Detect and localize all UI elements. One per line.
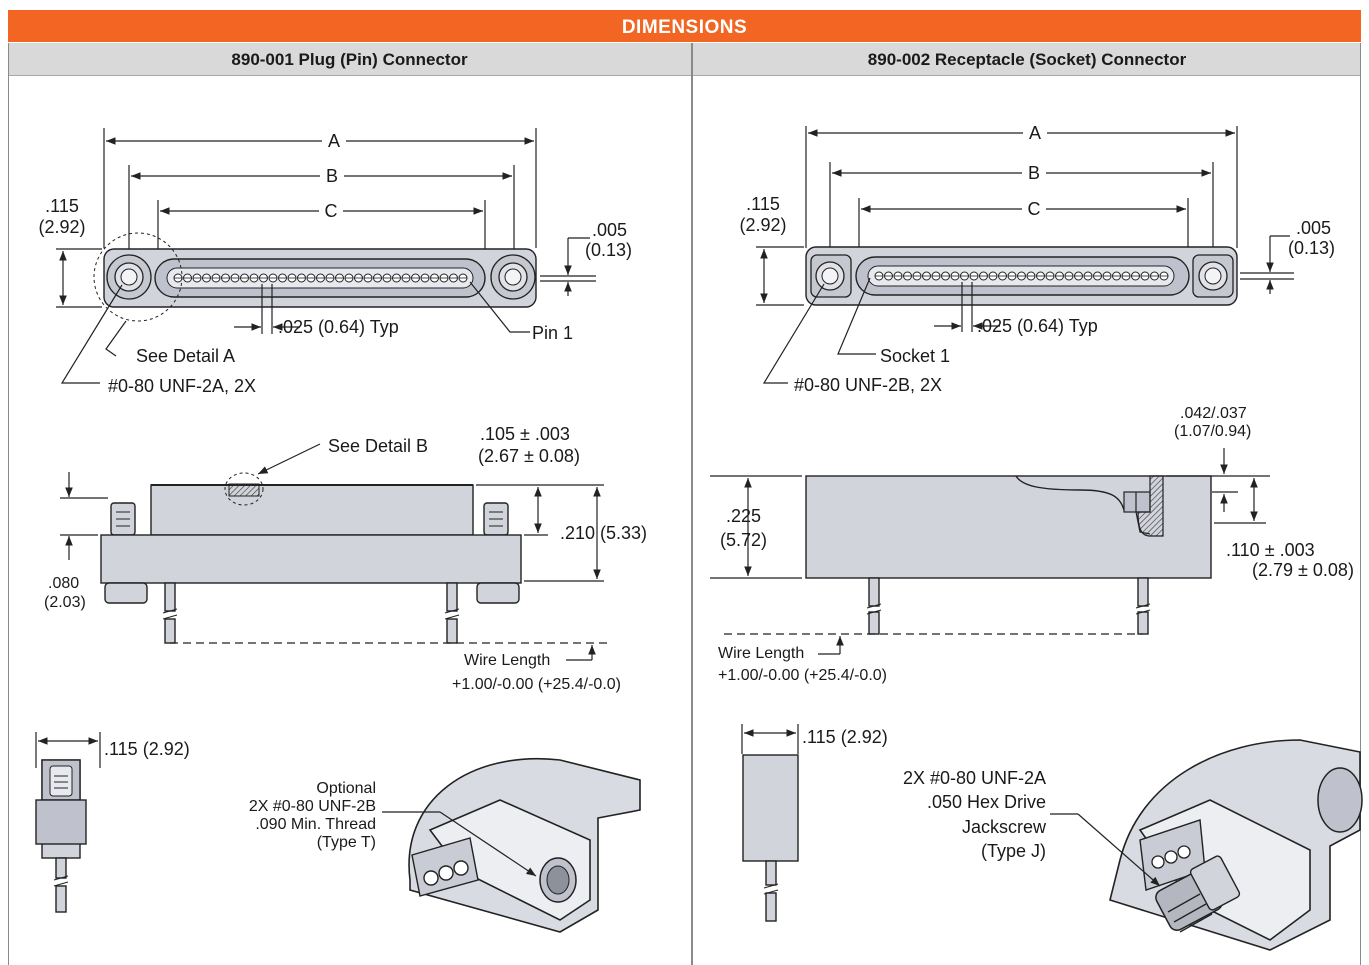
frame-left-edge bbox=[8, 43, 9, 965]
receptacle-dim-b: B bbox=[1028, 163, 1040, 183]
receptacle-wire-length-tol: +1.00/-0.00 (+25.4/-0.0) bbox=[718, 667, 887, 684]
receptacle-height2-mm: (2.79 ± 0.08) bbox=[1252, 560, 1354, 580]
plug-top-view: A B C .115 bbox=[38, 128, 632, 396]
dimensions-title: DIMENSIONS bbox=[8, 10, 1361, 42]
receptacle-height-in: .225 bbox=[726, 506, 761, 526]
panel-divider bbox=[691, 43, 693, 965]
receptacle-dim-c: C bbox=[1028, 199, 1041, 219]
plug-side-view: See Detail B .080 (2.03) bbox=[44, 424, 647, 693]
receptacle-thread-spec: #0-80 UNF-2B, 2X bbox=[794, 375, 942, 395]
receptacle-type-j-isometric: 2X #0-80 UNF-2A .050 Hex Drive Jackscrew… bbox=[903, 739, 1363, 951]
receptacle-jack-name: Jackscrew bbox=[962, 817, 1047, 837]
plug-connector-heading: 890-001 Plug (Pin) Connector bbox=[8, 43, 691, 76]
plug-dim-b: B bbox=[326, 166, 338, 186]
receptacle-top-view: A B C .115 (2.92) bbox=[739, 123, 1335, 395]
receptacle-flange-height-in: .115 bbox=[746, 194, 780, 214]
plug-dim-a: A bbox=[328, 131, 340, 151]
receptacle-tolerance-in: .005 bbox=[1296, 218, 1331, 238]
receptacle-wire-length-label: Wire Length bbox=[718, 645, 804, 662]
receptacle-jack-drive: .050 Hex Drive bbox=[927, 792, 1046, 812]
receptacle-jack-thread: 2X #0-80 UNF-2A bbox=[903, 768, 1046, 788]
receptacle-connector-heading: 890-002 Receptacle (Socket) Connector bbox=[693, 43, 1361, 76]
plug-tolerance-mm: (0.13) bbox=[585, 240, 632, 260]
receptacle-jack-in: .042/.037 bbox=[1180, 405, 1247, 422]
receptacle-height2-in: .110 ± .003 bbox=[1226, 540, 1315, 560]
plug-optional-label: Optional bbox=[316, 780, 376, 797]
plug-height1-in: .105 ± .003 bbox=[480, 424, 570, 444]
receptacle-flange-height-mm: (2.92) bbox=[739, 215, 786, 235]
plug-height1-mm: (2.67 ± 0.08) bbox=[478, 446, 580, 466]
receptacle-side-view: .225 (5.72) .042/.037 (1.07/0.94) .110 ±… bbox=[710, 405, 1354, 684]
plug-flange-height-mm: (2.92) bbox=[38, 217, 85, 237]
plug-see-detail-b: See Detail B bbox=[328, 436, 428, 456]
receptacle-dim-a: A bbox=[1029, 123, 1041, 143]
receptacle-height-mm: (5.72) bbox=[720, 530, 767, 550]
receptacle-socket-row bbox=[874, 271, 1169, 281]
plug-dim-c: C bbox=[325, 201, 338, 221]
plug-thread-spec: #0-80 UNF-2A, 2X bbox=[108, 376, 256, 396]
plug-base-height-in: .080 bbox=[48, 575, 79, 592]
plug-type-t-isometric: Optional 2X #0-80 UNF-2B .090 Min. Threa… bbox=[249, 758, 641, 933]
receptacle-side-width: .115 (2.92) bbox=[802, 727, 888, 747]
receptacle-jack-mm: (1.07/0.94) bbox=[1174, 423, 1251, 440]
plug-optional-type: (Type T) bbox=[317, 834, 376, 851]
plug-optional-thread: 2X #0-80 UNF-2B bbox=[249, 798, 376, 815]
receptacle-tolerance-mm: (0.13) bbox=[1288, 238, 1335, 258]
plug-see-detail-a: See Detail A bbox=[136, 346, 235, 366]
plug-tolerance-in: .005 bbox=[592, 220, 627, 240]
receptacle-end-view: .115 (2.92) bbox=[741, 724, 888, 922]
plug-pin-row bbox=[173, 273, 468, 283]
plug-pin-pitch: .025 (0.64) Typ bbox=[278, 317, 399, 337]
plug-side-width: .115 (2.92) bbox=[104, 739, 190, 759]
receptacle-socket-pitch: .025 (0.64) Typ bbox=[977, 316, 1098, 336]
plug-flange-height-in: .115 bbox=[45, 196, 79, 216]
plug-wire-length-tol: +1.00/-0.00 (+25.4/-0.0) bbox=[452, 676, 621, 693]
plug-pin1-label: Pin 1 bbox=[532, 323, 573, 343]
plug-end-view: .115 (2.92) bbox=[35, 732, 190, 913]
receptacle-jack-type: (Type J) bbox=[981, 841, 1046, 861]
frame-right-edge bbox=[1360, 43, 1361, 965]
plug-base-height-mm: (2.03) bbox=[44, 594, 86, 611]
plug-height2: .210 (5.33) bbox=[560, 523, 647, 543]
receptacle-socket1-label: Socket 1 bbox=[880, 346, 950, 366]
plug-optional-depth: .090 Min. Thread bbox=[255, 816, 376, 833]
plug-wire-length-label: Wire Length bbox=[464, 652, 550, 669]
